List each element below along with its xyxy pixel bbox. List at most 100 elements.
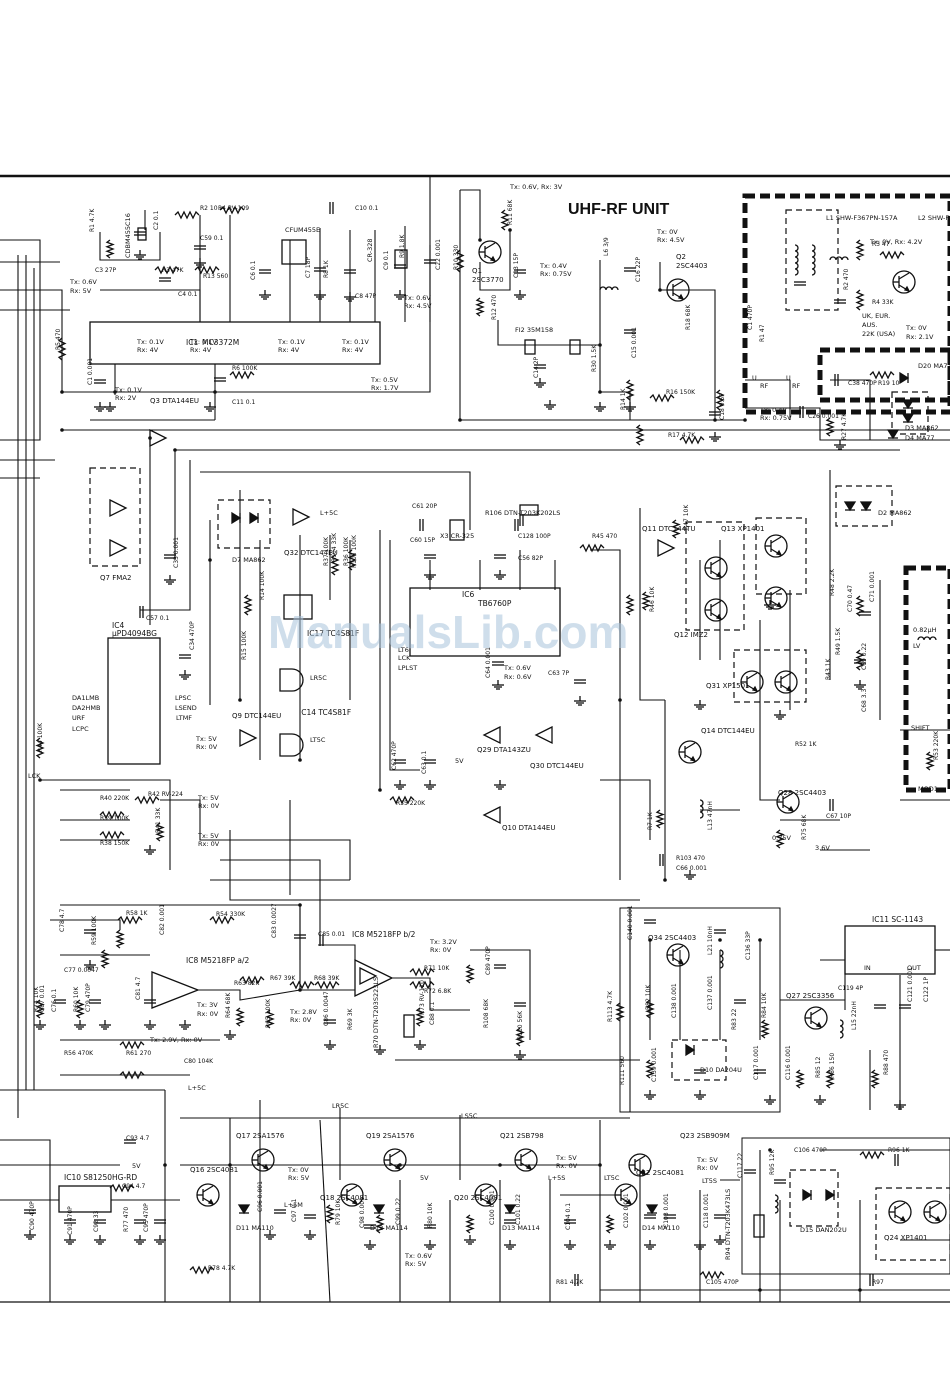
junction-dot xyxy=(758,938,762,942)
component-label-c45: C33 0.001 xyxy=(173,537,180,568)
component-label-c87: C78 4.7 xyxy=(59,909,66,932)
q32-buffer-symbol xyxy=(292,507,311,527)
component-label-c20: C1 0.001 xyxy=(87,358,94,385)
transistor-label-q27: Q27 2SC3356 xyxy=(786,992,835,1000)
component-label-c150: C99 0.22 xyxy=(395,1198,402,1225)
component-label-c86: R37 100K xyxy=(323,536,330,566)
component-label-c152: C100 0.001 xyxy=(489,1190,496,1225)
transistor-collector xyxy=(634,1155,646,1163)
r70-thermistor-body xyxy=(403,1014,415,1038)
component-label-c18: R10 330 xyxy=(453,245,460,270)
component-label-c64: R49 1.5K xyxy=(835,627,842,655)
signal-label-s7: URF xyxy=(72,714,85,722)
voltage-label-v43: Tx: 2.8V xyxy=(289,1008,317,1016)
q10-buffer-symbol xyxy=(482,805,501,825)
filter-label-fi1: CFUM455E xyxy=(285,226,320,234)
resistor-symbol xyxy=(625,379,635,401)
component-label-c98: C79 470P xyxy=(85,983,92,1012)
filter-label-l1: L1 SHW-F367PN-157A xyxy=(826,214,898,222)
wire xyxy=(497,320,530,346)
junction-dot xyxy=(173,448,177,452)
junction-dot xyxy=(858,1288,862,1292)
transistor-arrow xyxy=(785,685,793,692)
component-label-c104: C85 0.01 xyxy=(318,931,345,938)
component-label-c88: R58 1K xyxy=(126,910,149,917)
component-label-c82: C62 470P xyxy=(391,741,398,770)
signal-label-s26: OUT xyxy=(907,964,921,972)
resistor-symbol xyxy=(671,519,681,539)
resistor-symbol xyxy=(209,915,235,925)
transistor-label-q31: Q31 XP1501 xyxy=(706,682,749,690)
component-label-c161: C106 470P xyxy=(794,1147,827,1154)
component-label-c71: R75 68K xyxy=(801,814,808,840)
diode-symbol xyxy=(249,511,260,525)
junction-dot xyxy=(213,390,217,394)
transistor-label-q32: Q32 DTC144EU xyxy=(284,549,338,557)
resistor-symbol xyxy=(265,1009,275,1029)
junction-dot xyxy=(163,1163,167,1167)
junction-dot xyxy=(38,778,42,782)
resistor-symbol xyxy=(174,210,200,220)
diode-symbol xyxy=(372,1204,386,1215)
resistor-symbol xyxy=(859,1150,885,1160)
diode-label-d7: D7 MA862 xyxy=(232,556,266,564)
component-label-c139: C90 470P xyxy=(29,1201,36,1230)
component-label-c70: C67 10P xyxy=(826,813,851,820)
transistor-label-q14: Q14 DTC144EU xyxy=(701,727,755,735)
inductor-symbol xyxy=(917,636,937,641)
component-label-c46: C57 0.1 xyxy=(146,615,169,622)
component-label-c133: C117 0.001 xyxy=(753,1045,760,1080)
signal-label-s25: IN xyxy=(864,964,871,972)
resistor-symbol xyxy=(415,1007,425,1027)
component-label-c23: R11 68K xyxy=(507,199,514,225)
component-label-c80: R38 150K xyxy=(100,840,130,847)
resistor-symbol xyxy=(219,205,245,215)
signal-label-s6: DA2HMB xyxy=(72,704,100,712)
component-label-c146: C96 0.001 xyxy=(257,1181,264,1212)
component-label-c53: C60 15P xyxy=(410,537,435,544)
voltage-label-v38: Tx: 3.2V xyxy=(429,938,457,946)
transistor-collector xyxy=(389,1150,401,1158)
junction-dot xyxy=(148,436,152,440)
component-label-c28: R30 1.5K xyxy=(591,344,598,372)
component-label-c52: C61 20P xyxy=(412,503,437,510)
voltage-label-v56: AUS. xyxy=(862,321,877,329)
component-label-c72: L13 47nH xyxy=(707,801,714,830)
voltage-label-v17: Rx: 1.7V xyxy=(371,384,399,392)
diode-label-d2: D2 MA862 xyxy=(878,509,912,517)
q24-outline xyxy=(875,1187,950,1261)
junction-dot xyxy=(458,418,462,422)
vco-module-outline xyxy=(903,565,950,793)
transistor-collector xyxy=(520,1150,532,1158)
component-label-c153: C101 0.22 xyxy=(515,1194,522,1225)
component-label-c59: R47 10K xyxy=(683,504,690,530)
wire xyxy=(0,289,63,392)
component-label-c102: R67 39K xyxy=(270,975,296,982)
resistor-symbol xyxy=(475,297,485,317)
transistor-collector xyxy=(202,1185,214,1193)
component-label-c41: R2 470 xyxy=(843,268,850,290)
voltage-label-v7: Rx: 4V xyxy=(190,346,212,354)
r94-thermistor-body xyxy=(753,1214,765,1238)
resistor-symbol xyxy=(655,809,665,829)
component-label-c15: C9 0.1 xyxy=(383,250,390,270)
resistor-symbol xyxy=(57,337,67,361)
component-label-c143: C94 4.7 xyxy=(122,1183,145,1190)
component-label-c54: C128 100P xyxy=(518,533,551,540)
inductor-symbol xyxy=(719,949,724,969)
ic-ref-label-ic6: IC6 xyxy=(462,590,474,599)
voltage-label-v30: Tx: 5V xyxy=(195,735,217,743)
unit-title: UHF-RF UNIT xyxy=(568,201,670,218)
resistor-symbol xyxy=(35,999,45,1019)
component-label-c65: C69 0.22 xyxy=(861,643,868,670)
diode-symbol xyxy=(645,1204,659,1215)
component-label-c67: R43 1K xyxy=(825,657,832,680)
transistor-collector xyxy=(480,1185,492,1193)
component-label-c84: R35 220K xyxy=(396,800,426,807)
transistor-arrow xyxy=(351,1198,359,1205)
voltage-label-v34: Tx: 5V xyxy=(197,832,219,840)
q24-block-outline xyxy=(741,1137,950,1275)
resistor-symbol xyxy=(465,1214,475,1234)
diode-symbol xyxy=(503,1204,517,1215)
component-label-c25: R12 470 xyxy=(491,295,498,320)
